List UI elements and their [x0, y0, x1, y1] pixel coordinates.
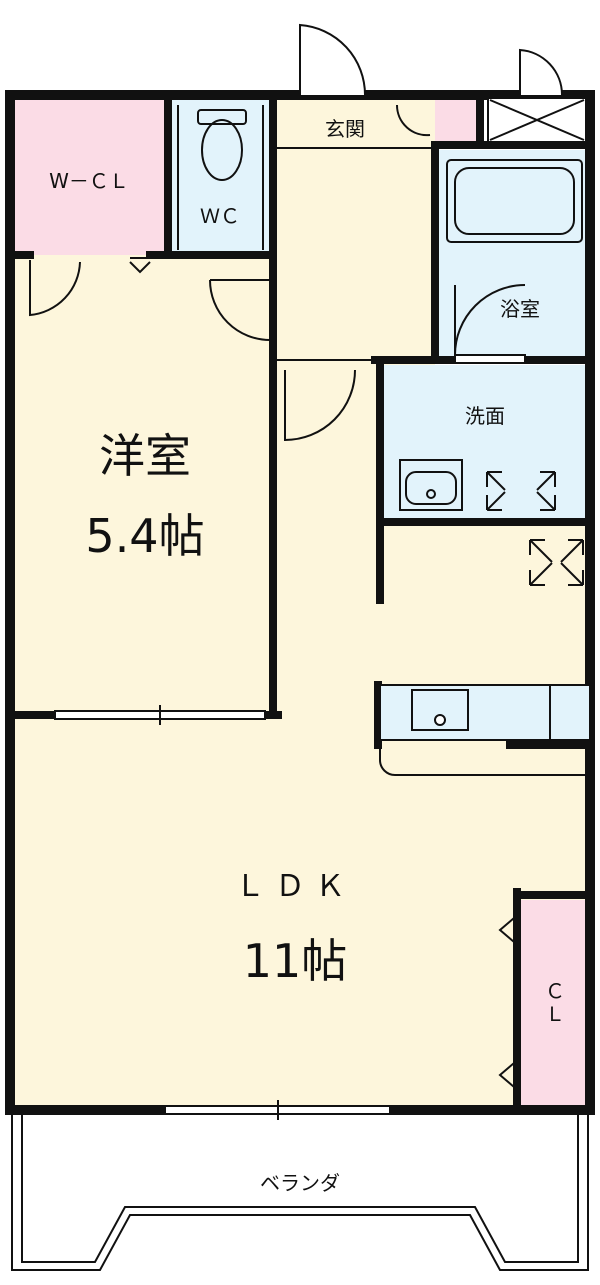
fixtures — [197, 97, 591, 1090]
western-door — [209, 279, 271, 342]
closet-doors — [498, 915, 515, 1090]
closet-label: Ｃ Ｌ — [545, 979, 565, 1026]
wcl-label: W－ＣＬ — [49, 169, 129, 193]
wcl-area — [10, 100, 170, 255]
exterior-wall — [5, 90, 595, 1115]
western-room-area — [10, 255, 275, 715]
wcl-door — [29, 260, 81, 317]
balcony-inner-outline — [21, 1115, 579, 1263]
entrance-label: 玄関 — [325, 117, 365, 141]
partitions — [177, 105, 526, 364]
small-closet-door — [519, 48, 564, 96]
entrance-door — [299, 23, 367, 96]
western-room-name: 洋室 — [99, 429, 191, 483]
washroom-area — [380, 365, 590, 520]
washbasin-fixture — [399, 459, 463, 511]
wc-area — [170, 100, 273, 255]
small-closet-area — [435, 100, 480, 145]
bathroom-label: 浴室 — [500, 297, 540, 321]
entrance-shoe-door — [395, 104, 431, 137]
bathroom-area — [435, 150, 590, 360]
balcony-label: ベランダ — [260, 1171, 340, 1195]
bathtub-fixture — [446, 159, 583, 243]
sliding-doors — [54, 705, 391, 1120]
bath-door — [454, 284, 526, 356]
room-fills — [10, 100, 590, 1110]
balcony-outline — [11, 1115, 589, 1271]
box-x-mark — [487, 97, 587, 143]
closet-area — [520, 900, 590, 1105]
western-room-size: 5.4帖 — [85, 509, 205, 563]
washing-machine-marks — [486, 471, 556, 511]
hall-door — [284, 369, 356, 442]
ldk-size: 11帖 — [242, 934, 348, 988]
refrigerator-marks — [529, 539, 584, 586]
washroom-label: 洗面 — [465, 404, 505, 428]
balcony — [11, 1115, 589, 1271]
wc-label: ＷＣ — [200, 204, 240, 228]
toilet-fixture — [197, 109, 247, 181]
ldk-name: ＬＤＫ — [235, 869, 355, 904]
doors — [29, 23, 564, 442]
walls — [5, 90, 595, 1115]
kitchen-counter — [379, 684, 591, 776]
